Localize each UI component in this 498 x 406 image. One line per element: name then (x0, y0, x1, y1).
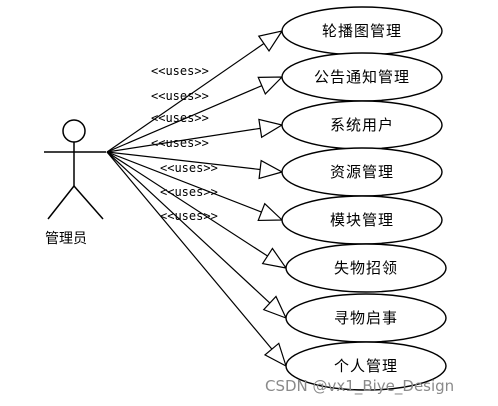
association-line (106, 151, 268, 257)
use-case-label: 模块管理 (330, 211, 394, 229)
association-line (106, 151, 262, 213)
arrowhead (261, 247, 288, 269)
arrowhead (262, 295, 288, 320)
use-case-label: 系统用户 (330, 116, 394, 134)
actor: 管理员 (44, 119, 106, 247)
arrowhead (258, 118, 284, 139)
stereotype-label: <<uses>> (160, 161, 218, 175)
stick-figure-icon (44, 119, 106, 220)
arrowhead (258, 159, 284, 180)
stereotype-label: <<uses>> (160, 185, 218, 199)
stereotype-label: <<uses>> (151, 89, 209, 103)
association-line (106, 151, 273, 350)
stereotype-label: <<uses>> (151, 111, 209, 125)
association-line (106, 151, 271, 304)
association-lines (106, 30, 288, 368)
association-line (106, 85, 263, 153)
use-case-label: 资源管理 (330, 163, 394, 181)
use-case-label: 寻物启事 (334, 309, 398, 327)
use-case-label: 轮播图管理 (322, 22, 402, 40)
watermark: CSDN @vx1_Biye_Design (265, 377, 454, 396)
stereotype-labels: <<uses>> <<uses>> <<uses>> <<uses>> <<uses>>… (151, 64, 218, 223)
use-case-ellipse[interactable] (285, 341, 447, 391)
use-case-label: 个人管理 (334, 357, 398, 375)
stereotype-label: <<uses>> (160, 209, 218, 223)
association-line (106, 151, 261, 171)
arrowhead (257, 76, 284, 95)
arrowhead (263, 342, 288, 368)
use-case-label: 公告通知管理 (314, 68, 410, 86)
arrowhead (257, 30, 284, 52)
actor-label: 管理员 (45, 231, 87, 247)
stereotype-label: <<uses>> (151, 136, 209, 150)
association-line (106, 127, 261, 153)
association-line (106, 43, 265, 153)
use-case-ellipse[interactable] (285, 243, 447, 293)
use-case-label: 失物招领 (334, 259, 398, 277)
arrowhead (257, 202, 284, 222)
stereotype-label: <<uses>> (151, 64, 209, 78)
